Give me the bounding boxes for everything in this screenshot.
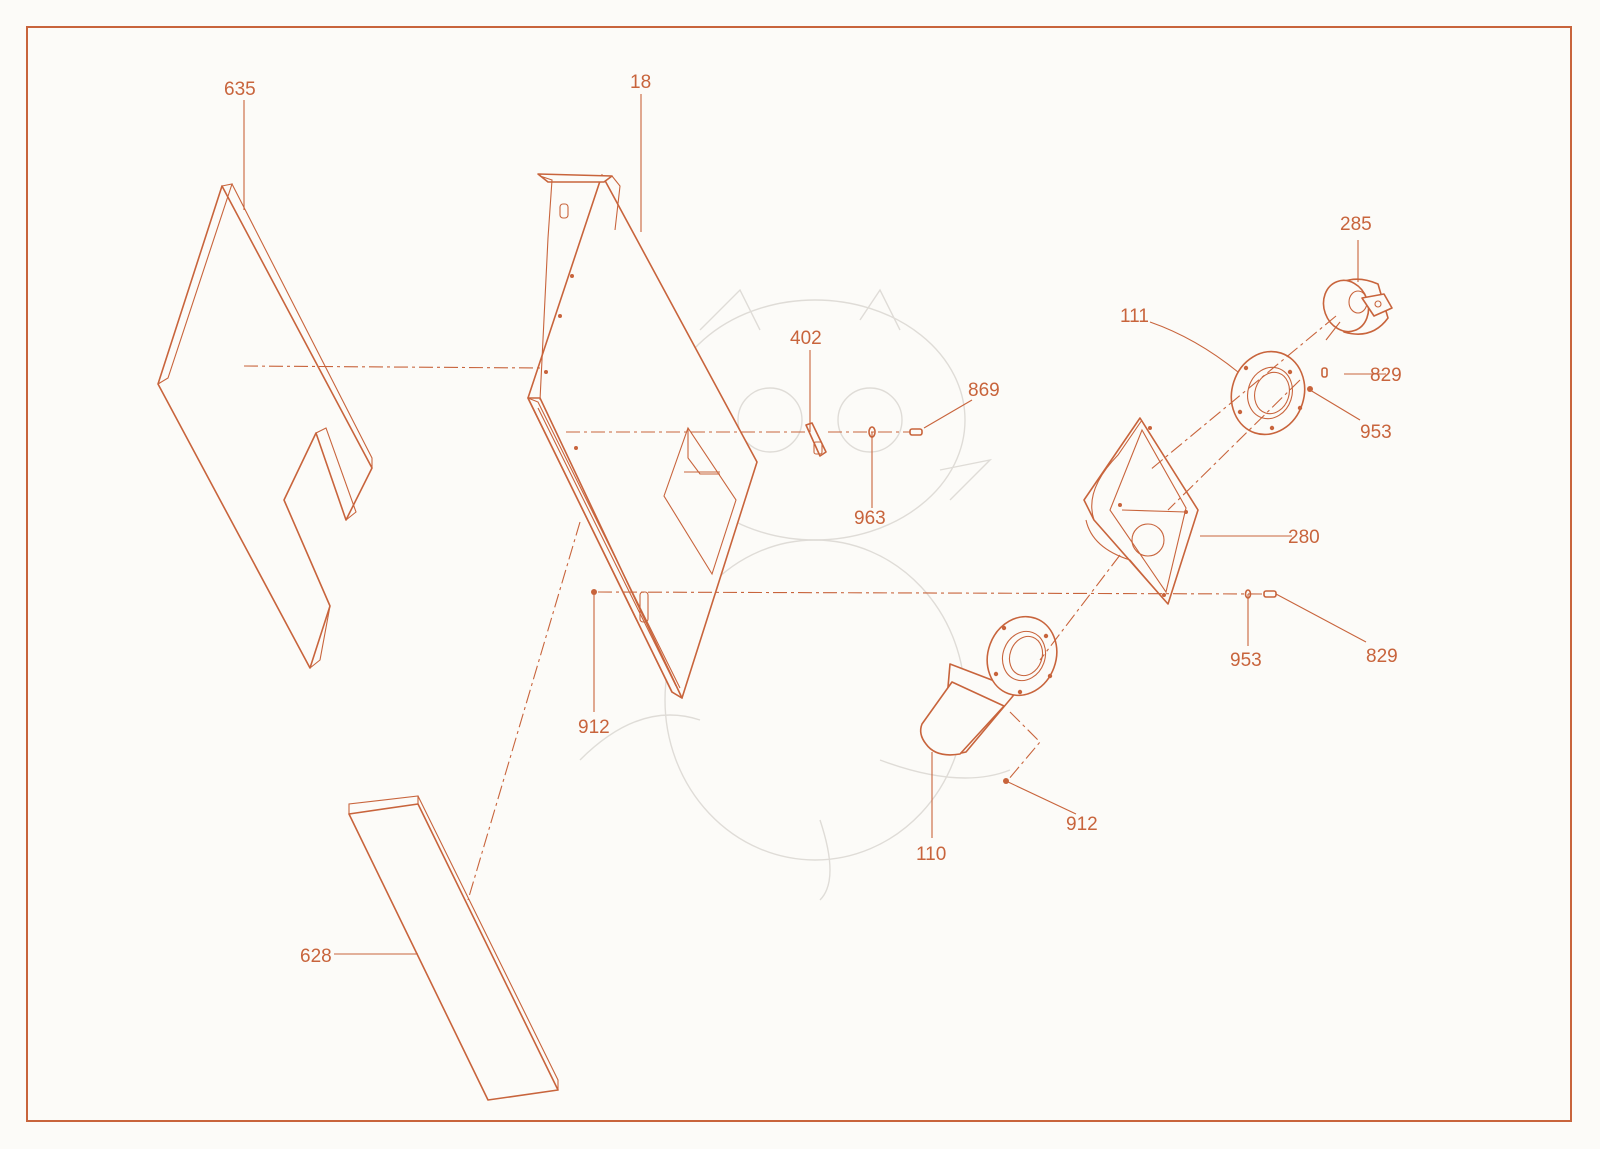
- callout-953-lower: 953: [1230, 650, 1262, 671]
- callout-285: 285: [1340, 214, 1372, 235]
- leader-lines: [243, 94, 1386, 955]
- part-635-panel: [157, 183, 373, 669]
- part-402-latch: [805, 422, 827, 457]
- callout-402: 402: [790, 328, 822, 349]
- callout-628: 628: [300, 946, 332, 967]
- assembly-lines: [243, 315, 1337, 901]
- callout-18: 18: [630, 72, 651, 93]
- part-111-flange: [1230, 350, 1306, 436]
- part-285-cap: [1322, 278, 1393, 341]
- part-18-frame: [527, 173, 758, 699]
- callout-869: 869: [968, 380, 1000, 401]
- part-829-screw-lower: [1263, 590, 1277, 598]
- callout-829-upper: 829: [1370, 365, 1402, 386]
- callout-912-left: 912: [578, 717, 610, 738]
- callout-963: 963: [854, 508, 886, 529]
- callout-111: 111: [1120, 306, 1149, 327]
- callout-280: 280: [1288, 527, 1320, 548]
- part-869-screw: [909, 428, 923, 436]
- part-280-bracket: [1083, 417, 1199, 605]
- callout-912-right: 912: [1066, 814, 1098, 835]
- part-628-strip: [348, 795, 559, 1101]
- callout-635: 635: [224, 79, 256, 100]
- callout-953-upper: 953: [1360, 422, 1392, 443]
- part-110-tube: [919, 615, 1058, 756]
- callout-829-lower: 829: [1366, 646, 1398, 667]
- part-829-screw-upper: [1321, 367, 1328, 378]
- callout-labels: 635 18 402 869 963 111 285 829 953 280 9…: [224, 72, 1402, 967]
- callout-110: 110: [916, 844, 946, 865]
- drawing-frame: [26, 26, 1572, 1122]
